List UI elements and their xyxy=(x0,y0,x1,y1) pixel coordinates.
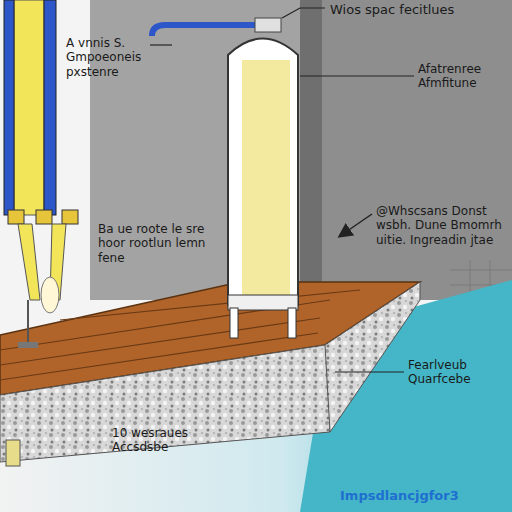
part-label: A vnnis S. Gmpoeoneis pxstenre xyxy=(66,36,148,79)
part-label: Afatrenree Afmfitune xyxy=(418,62,508,91)
part-label: 10 wesraues Accsdsbe xyxy=(112,426,232,455)
watermark: Impsdlancjgfor3 xyxy=(340,488,508,504)
part-label: Fearlveub Quarfcebe xyxy=(408,358,508,387)
part-label: Ba ue roote le sre hoor rootlun lemn fen… xyxy=(98,222,216,265)
callout-note: @Whscsans Donst wsbh. Dune Bmomrh uitie.… xyxy=(376,204,506,247)
part-label: Wios spac fecitlues xyxy=(330,2,508,18)
